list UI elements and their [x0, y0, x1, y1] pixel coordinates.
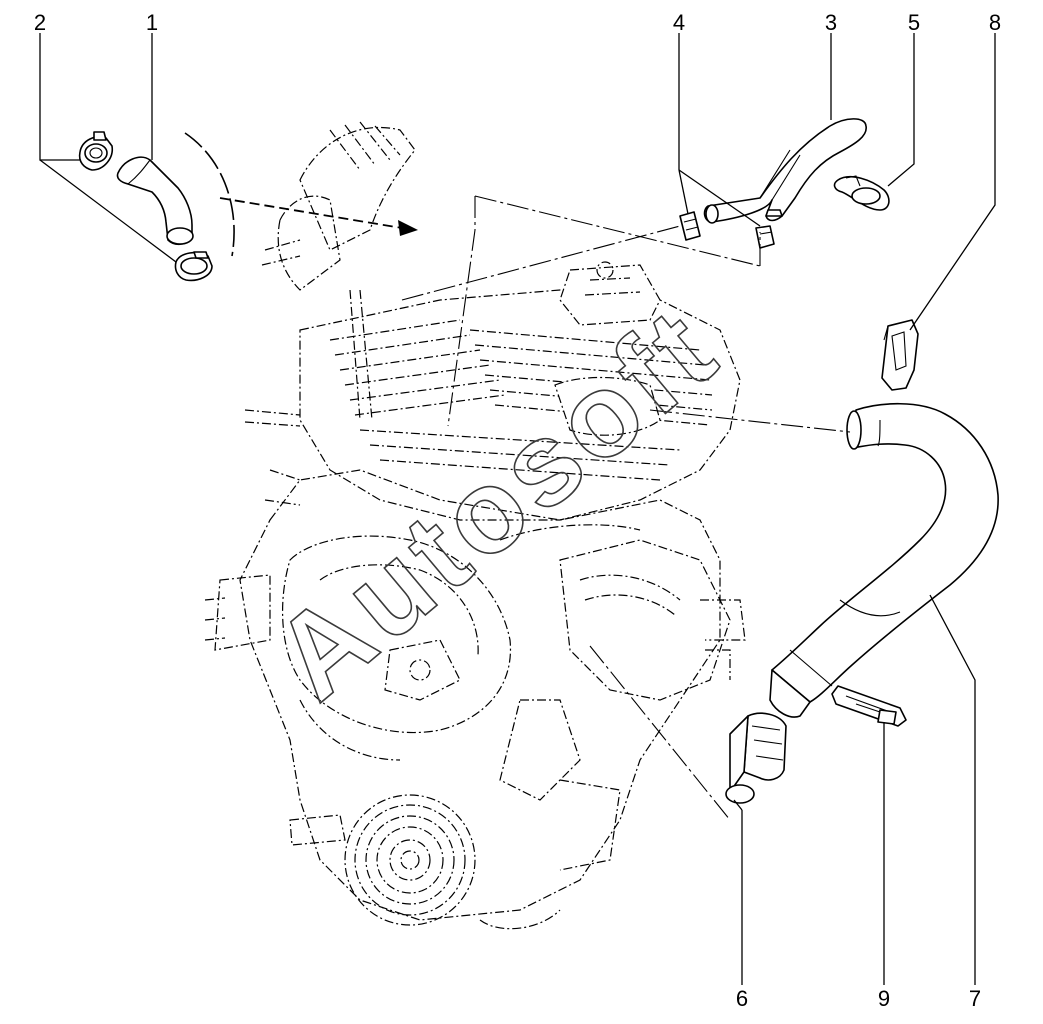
callout-4: 4	[673, 10, 685, 35]
callout-7: 7	[969, 986, 981, 1011]
callout-3: 3	[825, 10, 837, 35]
callout-9: 9	[878, 986, 890, 1011]
leader-lines	[39, 33, 996, 985]
part-1-elbow-hose	[116, 156, 194, 246]
part-8-bracket	[881, 319, 919, 391]
engine-assembly	[204, 121, 746, 930]
callout-8: 8	[989, 10, 1001, 35]
callout-6: 6	[736, 986, 748, 1011]
part-9-clip-bracket	[831, 685, 907, 727]
part-4-clip-a	[679, 211, 701, 241]
part-7-large-hose	[769, 402, 999, 718]
part-2-clamp-upper	[78, 131, 114, 171]
callout-1: 1	[146, 10, 158, 35]
watermark-text: Autosoft	[250, 281, 743, 725]
part-6-connector	[725, 712, 787, 804]
callout-2: 2	[34, 10, 46, 35]
callout-numbers: 1 2 3 4 5 8 6 9 7	[34, 10, 1001, 1011]
callout-5: 5	[908, 10, 920, 35]
part-4-clip-b	[755, 225, 775, 249]
insertion-arrow	[184, 132, 418, 257]
part-3-hose	[703, 118, 867, 224]
part-5-strap-clamp	[833, 175, 890, 211]
part-2-clamp-lower	[174, 251, 213, 282]
